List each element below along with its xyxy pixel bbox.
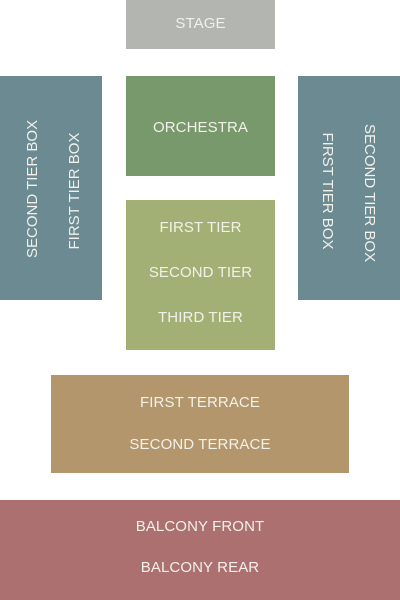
left-first-tier-box-label: FIRST TIER BOX bbox=[66, 132, 83, 250]
second-terrace-label: SECOND TERRACE bbox=[129, 436, 271, 453]
tier-box-right-section[interactable]: FIRST TIER BOX SECOND TIER BOX bbox=[298, 76, 400, 300]
stage-section[interactable]: STAGE bbox=[126, 0, 275, 49]
second-tier-label: SECOND TIER bbox=[148, 264, 253, 281]
balcony-rear-label: BALCONY REAR bbox=[140, 559, 260, 576]
first-tier-label: FIRST TIER bbox=[159, 219, 242, 236]
left-second-tier-box-label: SECOND TIER BOX bbox=[24, 119, 41, 258]
balcony-front-label: BALCONY FRONT bbox=[135, 518, 265, 535]
tiers-section[interactable]: FIRST TIER SECOND TIER THIRD TIER bbox=[126, 200, 275, 350]
orchestra-section[interactable]: ORCHESTRA bbox=[126, 76, 275, 176]
third-tier-label: THIRD TIER bbox=[158, 309, 243, 326]
terrace-section[interactable]: FIRST TERRACE SECOND TERRACE bbox=[51, 375, 349, 473]
balcony-section[interactable]: BALCONY FRONT BALCONY REAR bbox=[0, 500, 400, 600]
first-terrace-label: FIRST TERRACE bbox=[140, 394, 260, 411]
orchestra-label: ORCHESTRA bbox=[152, 119, 249, 136]
tier-box-left-section[interactable]: SECOND TIER BOX FIRST TIER BOX bbox=[0, 76, 102, 300]
stage-label: STAGE bbox=[175, 15, 226, 32]
right-first-tier-box-label: FIRST TIER BOX bbox=[319, 132, 336, 250]
right-second-tier-box-label: SECOND TIER BOX bbox=[361, 124, 378, 263]
